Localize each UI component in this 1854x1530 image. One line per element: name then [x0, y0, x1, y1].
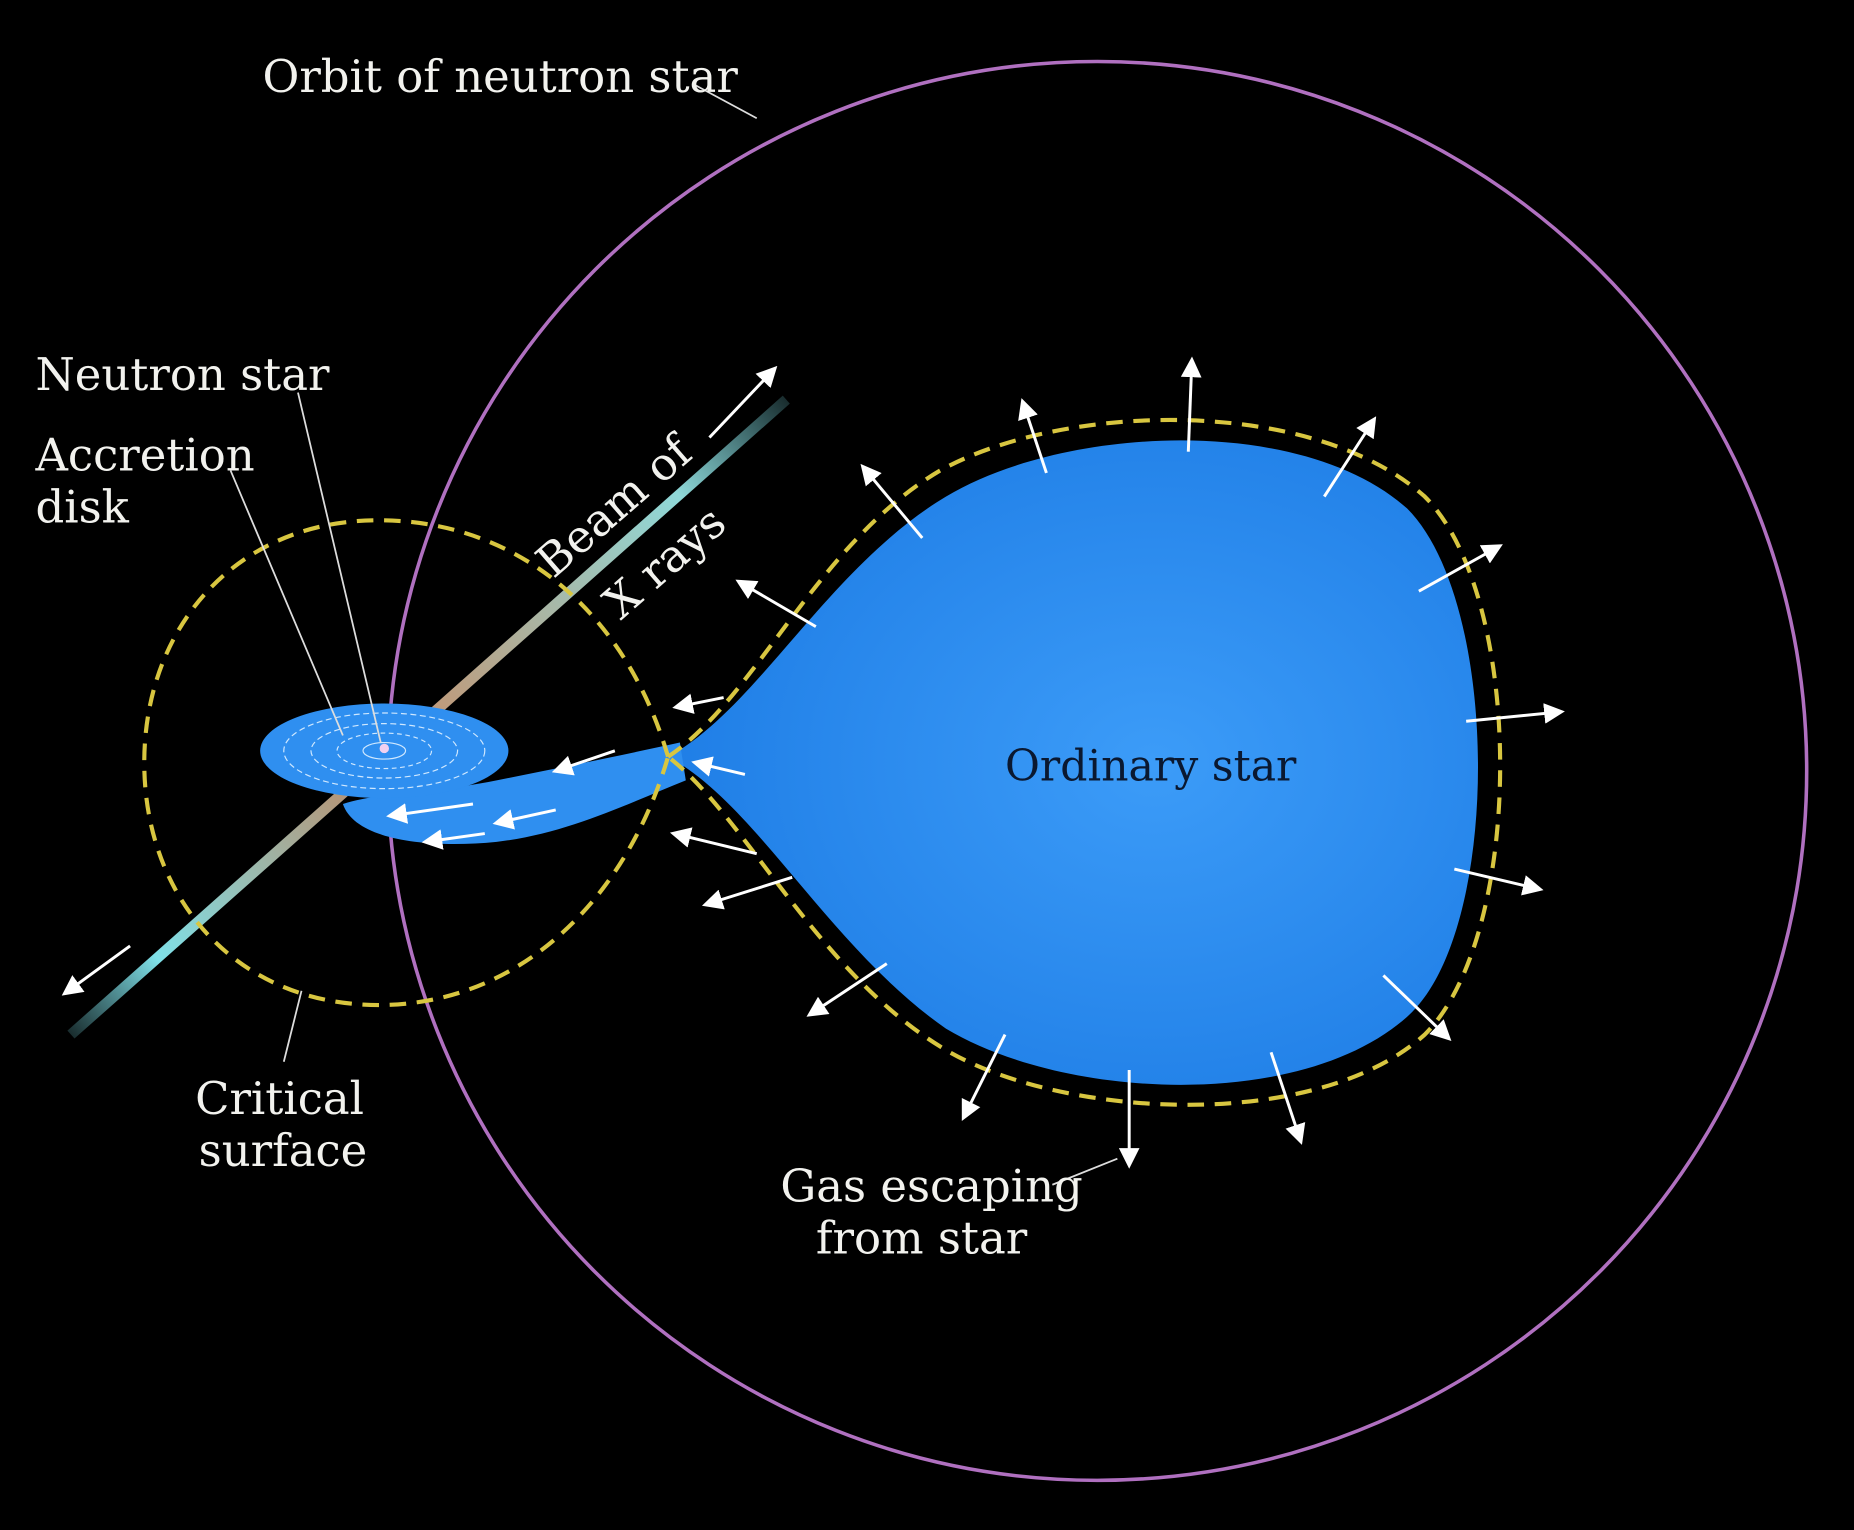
arrow	[701, 875, 793, 910]
arrow	[1269, 1051, 1306, 1145]
gas-stream	[342, 742, 686, 845]
gas-escaping-label-2: from star	[816, 1211, 1028, 1264]
neutron-star	[379, 743, 390, 754]
arrow	[669, 827, 758, 856]
arrow	[1466, 703, 1565, 724]
arrow	[691, 756, 746, 777]
arrow	[386, 802, 474, 824]
critical-surface-label: Critical	[195, 1072, 364, 1125]
arrow	[708, 365, 778, 439]
arrow	[1018, 398, 1048, 474]
arrow	[735, 579, 817, 628]
arrow	[1382, 974, 1452, 1042]
critical-surface	[142, 417, 1503, 1107]
arrow	[1180, 356, 1202, 452]
neutron-star-label: Neutron star	[35, 348, 329, 401]
arrow	[1323, 416, 1377, 498]
arrow	[672, 693, 724, 714]
critical-surface-label-2: surface	[199, 1124, 368, 1177]
arrow	[860, 463, 924, 539]
ordinary-star-label: Ordinary star	[1005, 741, 1297, 791]
orbit-label: Orbit of neutron star	[263, 50, 739, 103]
gas-escaping-arrows	[61, 356, 1565, 1169]
arrow	[492, 808, 557, 830]
leader-lines	[229, 84, 1118, 1186]
arrow	[1418, 544, 1503, 593]
arrow	[1454, 867, 1544, 896]
arrow	[551, 749, 616, 776]
accretion-disk-label: Accretion	[34, 429, 254, 482]
arrow	[961, 1033, 1007, 1122]
arrow	[421, 829, 485, 850]
accretion-disk-label-2: disk	[35, 481, 129, 534]
arrow	[61, 944, 131, 996]
ordinary-star	[668, 440, 1478, 1085]
arrow	[806, 962, 888, 1017]
gas-escaping-label: Gas escaping	[780, 1159, 1082, 1212]
